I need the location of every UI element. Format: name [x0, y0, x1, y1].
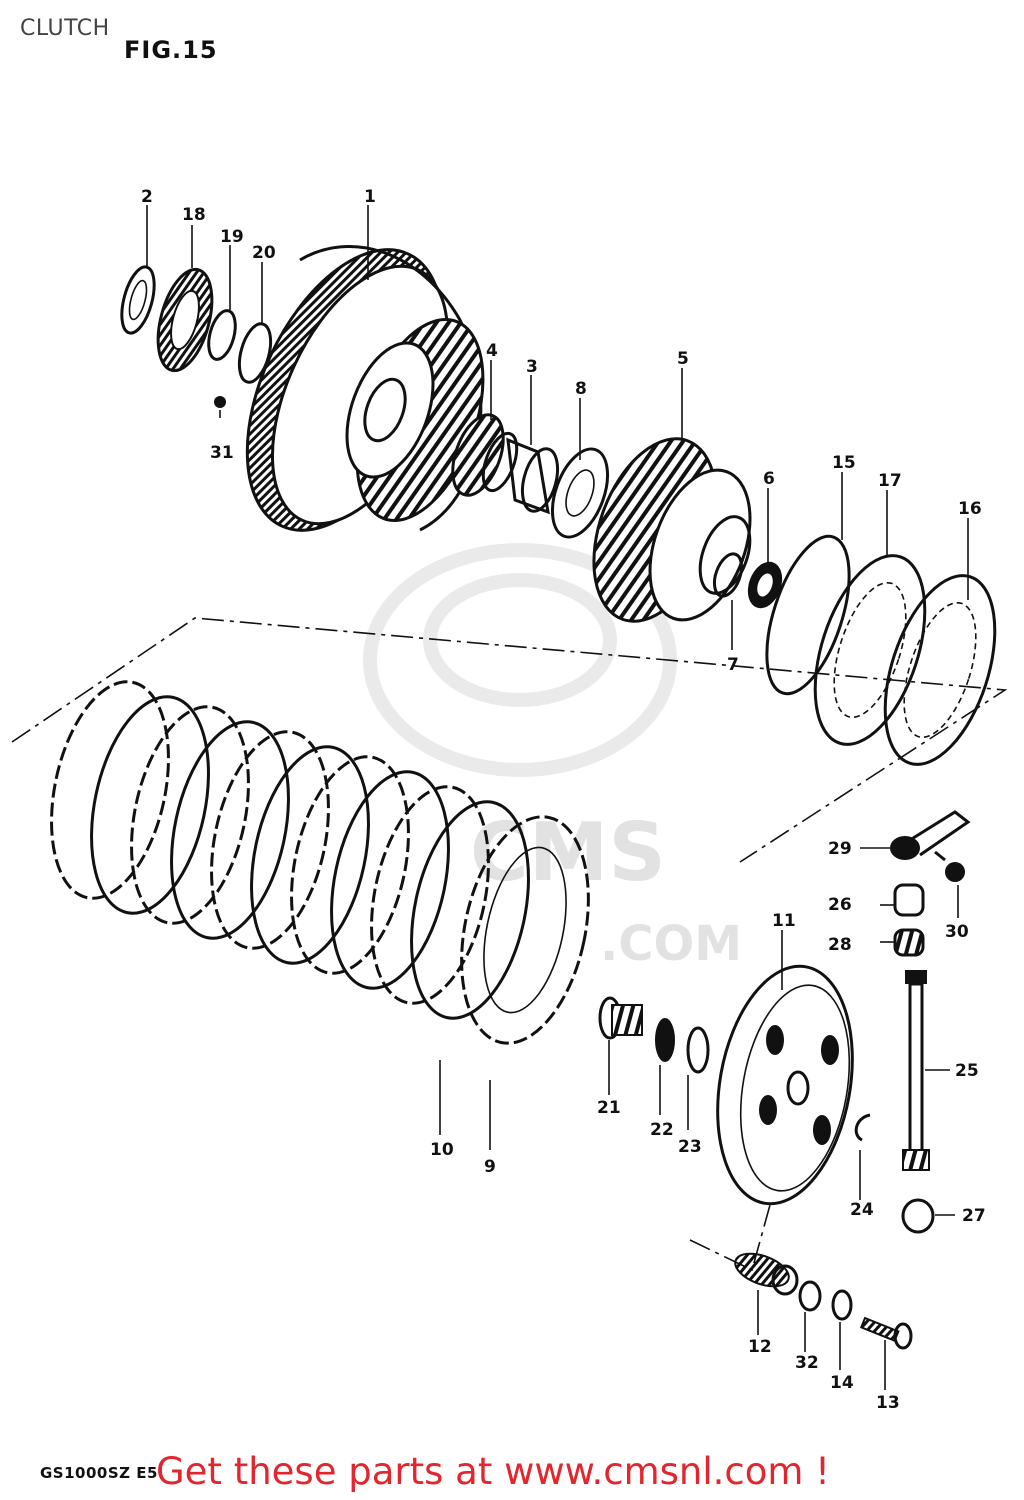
part-23-washer [686, 1026, 710, 1074]
part-1-clutch-housing [245, 245, 485, 532]
part-16-spring-washer [883, 574, 997, 766]
callout-3: 3 [526, 357, 538, 377]
part-30-bolt [934, 850, 965, 882]
callout-23: 23 [678, 1137, 702, 1157]
callout-18: 18 [182, 205, 206, 225]
callout-11: 11 [772, 911, 796, 931]
assembly-outline-upper [11, 617, 1008, 863]
part-6-nut [747, 561, 783, 609]
callout-29: 29 [828, 839, 852, 859]
part-15-wire-ring [765, 534, 851, 696]
watermark-text-main: CMS [470, 806, 666, 899]
callout-8: 8 [575, 379, 587, 399]
callout-27: 27 [962, 1206, 986, 1226]
part-29-release-lever [890, 810, 971, 860]
callout-19: 19 [220, 227, 244, 247]
callout-10: 10 [430, 1140, 454, 1160]
callout-25: 25 [955, 1061, 979, 1081]
callout-30: 30 [945, 922, 969, 942]
callout-31: 31 [210, 443, 234, 463]
part-3-spacer [506, 437, 560, 515]
callout-2: 2 [141, 187, 153, 207]
callout-13: 13 [876, 1393, 900, 1413]
callout-15: 15 [832, 453, 856, 473]
callout-5: 5 [677, 349, 689, 369]
figure-label: FIG.15 [124, 36, 218, 64]
part-28-oil-seal [893, 928, 925, 957]
callout-26: 26 [828, 895, 852, 915]
part-12-clutch-spring [734, 1252, 799, 1296]
part-27-piece [901, 1198, 935, 1234]
promo-banner-link[interactable]: Get these parts at www.cmsnl.com ! [156, 1450, 831, 1493]
part-26-bearing [893, 883, 925, 917]
callout-7: 7 [727, 655, 739, 675]
cms-watermark: CMS .COM [363, 543, 742, 972]
part-7-lock-washer [712, 552, 744, 598]
part-25-push-rod [902, 970, 930, 1171]
part-18-gear [156, 267, 214, 373]
part-31-ball [214, 396, 226, 408]
callout-16: 16 [958, 499, 982, 519]
callout-20: 20 [252, 243, 276, 263]
part-14-washer [831, 1289, 853, 1321]
part-22-washer [655, 1018, 675, 1062]
leader-lines [146, 205, 969, 1390]
part-13-bolt [859, 1316, 913, 1350]
part-5-clutch-sleeve-hub [592, 437, 752, 623]
callout-17: 17 [878, 471, 902, 491]
callout-4: 4 [486, 341, 498, 361]
callout-12: 12 [748, 1337, 772, 1357]
part-2-washer [120, 265, 156, 335]
part-4-needle-bearing [451, 413, 519, 497]
part-21-bearing [598, 996, 643, 1040]
page-title: CLUTCH [20, 16, 110, 41]
callout-1: 1 [364, 187, 376, 207]
part-24-circlip [854, 1113, 871, 1142]
callout-9: 9 [484, 1157, 496, 1177]
callout-6: 6 [763, 469, 775, 489]
callout-24: 24 [850, 1200, 874, 1220]
callout-14: 14 [830, 1373, 854, 1393]
part-19-spacer [207, 309, 237, 361]
callout-32: 32 [795, 1353, 819, 1373]
callout-22: 22 [650, 1120, 674, 1140]
model-code: GS1000SZ E5 [40, 1464, 158, 1482]
parts-9-10-clutch-plate-stack [50, 680, 590, 1045]
watermark-text-sub: .COM [600, 916, 742, 972]
callout-21: 21 [597, 1098, 621, 1118]
part-8-thrust-washer [551, 447, 609, 539]
part-32-bushing [798, 1280, 822, 1312]
part-17-seat [813, 554, 927, 746]
callout-28: 28 [828, 935, 852, 955]
part-11-pressure-disc [716, 964, 854, 1206]
